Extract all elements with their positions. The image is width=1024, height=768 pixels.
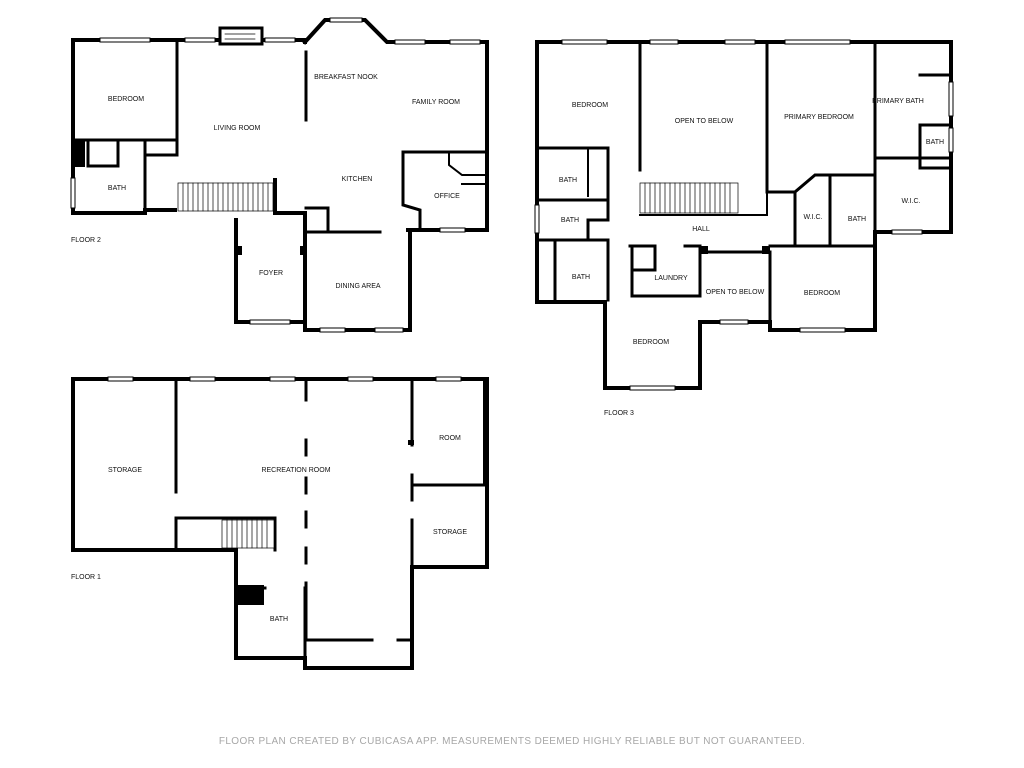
window — [724, 39, 756, 45]
footer-disclaimer: FLOOR PLAN CREATED BY CUBICASA APP. MEAS… — [218, 736, 806, 747]
floor-2-pantry-wall — [304, 206, 330, 232]
room-label-bath: BATH — [270, 616, 288, 623]
room-label-storage: STORAGE — [108, 467, 142, 474]
room-label-recreation-room: RECREATION ROOM — [261, 467, 330, 474]
window — [374, 327, 404, 333]
room-label-kitchen: KITCHEN — [342, 176, 373, 183]
window — [394, 39, 426, 45]
floor-3-label: FLOOR 3 — [604, 410, 634, 417]
floor-3-room-labels: BEDROOM OPEN TO BELOW PRIMARY BEDROOM PR… — [559, 98, 944, 417]
window — [449, 39, 481, 45]
room-label-laundry: LAUNDRY — [654, 275, 688, 282]
window — [649, 39, 679, 45]
room-label-bath: BATH — [108, 185, 126, 192]
floor-3-stairs — [639, 182, 739, 214]
window — [561, 39, 608, 45]
floor-2-stairs — [177, 182, 274, 212]
floor-1-outer-wall — [71, 377, 489, 670]
window — [719, 319, 749, 325]
floor-2-dining-wall — [303, 211, 412, 332]
room-label-room: ROOM — [439, 435, 461, 442]
room-label-open-to-below: OPEN TO BELOW — [706, 289, 765, 296]
room-label-breakfast-nook: BREAKFAST NOOK — [314, 74, 378, 81]
floor-3-small-bath — [918, 123, 953, 170]
floor-3-column — [700, 246, 708, 254]
window — [107, 376, 134, 382]
window — [189, 376, 216, 382]
floor-2-stair-wall — [273, 178, 307, 215]
window — [534, 204, 540, 234]
window — [784, 39, 851, 45]
window — [319, 327, 346, 333]
room-label-bedroom: BEDROOM — [572, 102, 608, 109]
floor-1-column — [236, 585, 264, 605]
floor-2-column — [236, 246, 242, 255]
window — [629, 385, 676, 391]
floor-2-column — [73, 140, 85, 167]
floor-1-label: FLOOR 1 — [71, 574, 101, 581]
floor-1-stairs — [221, 519, 275, 549]
window — [99, 37, 151, 43]
room-label-hall: HALL — [692, 226, 710, 233]
floor-2-column — [300, 246, 306, 255]
floor-3-plan — [534, 39, 954, 391]
room-label-family-room: FAMILY ROOM — [412, 99, 460, 106]
floor-3-wic — [768, 173, 832, 248]
floor-1-stair-north — [174, 516, 277, 552]
room-label-bedroom: BEDROOM — [633, 339, 669, 346]
window — [264, 37, 296, 43]
floor-3-bath-2-east — [586, 198, 610, 242]
floor-1-storage-east-lower — [174, 516, 238, 552]
room-label-office: OFFICE — [434, 193, 460, 200]
room-label-living-room: LIVING ROOM — [214, 125, 261, 132]
room-label-storage: STORAGE — [433, 529, 467, 536]
floor-1-room-labels: STORAGE RECREATION ROOM ROOM STORAGE BAT… — [71, 435, 467, 623]
room-label-foyer: FOYER — [259, 270, 283, 277]
floor-2-north-east-wall — [302, 18, 489, 232]
room-label-open-to-below: OPEN TO BELOW — [675, 118, 734, 125]
floor-2-closet-wall — [86, 138, 120, 168]
window — [70, 177, 76, 209]
room-label-bath: BATH — [572, 274, 590, 281]
floor-2-office-closet — [448, 151, 488, 176]
room-label-bath: BATH — [559, 177, 577, 184]
window — [184, 37, 216, 43]
floor-3-open-below-2 — [698, 250, 772, 324]
window — [948, 81, 954, 117]
room-label-bedroom: BEDROOM — [108, 96, 144, 103]
room-label-dining-area: DINING AREA — [335, 283, 380, 290]
floor-2-office-west-wall — [401, 150, 422, 232]
floor-2-plan — [70, 17, 489, 333]
window — [435, 376, 462, 382]
window — [249, 319, 291, 325]
floor-1-column — [408, 440, 414, 445]
floor-2-room-labels: BEDROOM LIVING ROOM BREAKFAST NOOK FAMIL… — [71, 74, 460, 290]
window — [948, 127, 954, 153]
floor-3-laundry-wall — [630, 244, 702, 298]
room-label-bath: BATH — [848, 216, 866, 223]
window — [329, 17, 363, 23]
fireplace — [218, 26, 264, 46]
room-label-bath: BATH — [926, 139, 944, 146]
floor-3-railing — [639, 191, 768, 216]
floor-3-bath-1 — [535, 146, 610, 202]
floor-2-label: FLOOR 2 — [71, 237, 101, 244]
window — [891, 229, 923, 235]
floor-3-laundry-closet — [628, 244, 657, 272]
room-label-wic: W.I.C. — [901, 198, 920, 205]
room-label-bedroom: BEDROOM — [804, 290, 840, 297]
room-label-bath: BATH — [561, 217, 579, 224]
room-label-primary-bath: PRIMARY BATH — [872, 98, 924, 105]
window — [347, 376, 374, 382]
floor-1-plan — [71, 376, 489, 670]
room-label-primary-bedroom: PRIMARY BEDROOM — [784, 114, 854, 121]
window — [269, 376, 296, 382]
window — [799, 327, 846, 333]
floor-3-column — [762, 246, 770, 254]
window — [439, 227, 466, 233]
room-label-wic: W.I.C. — [803, 214, 822, 221]
